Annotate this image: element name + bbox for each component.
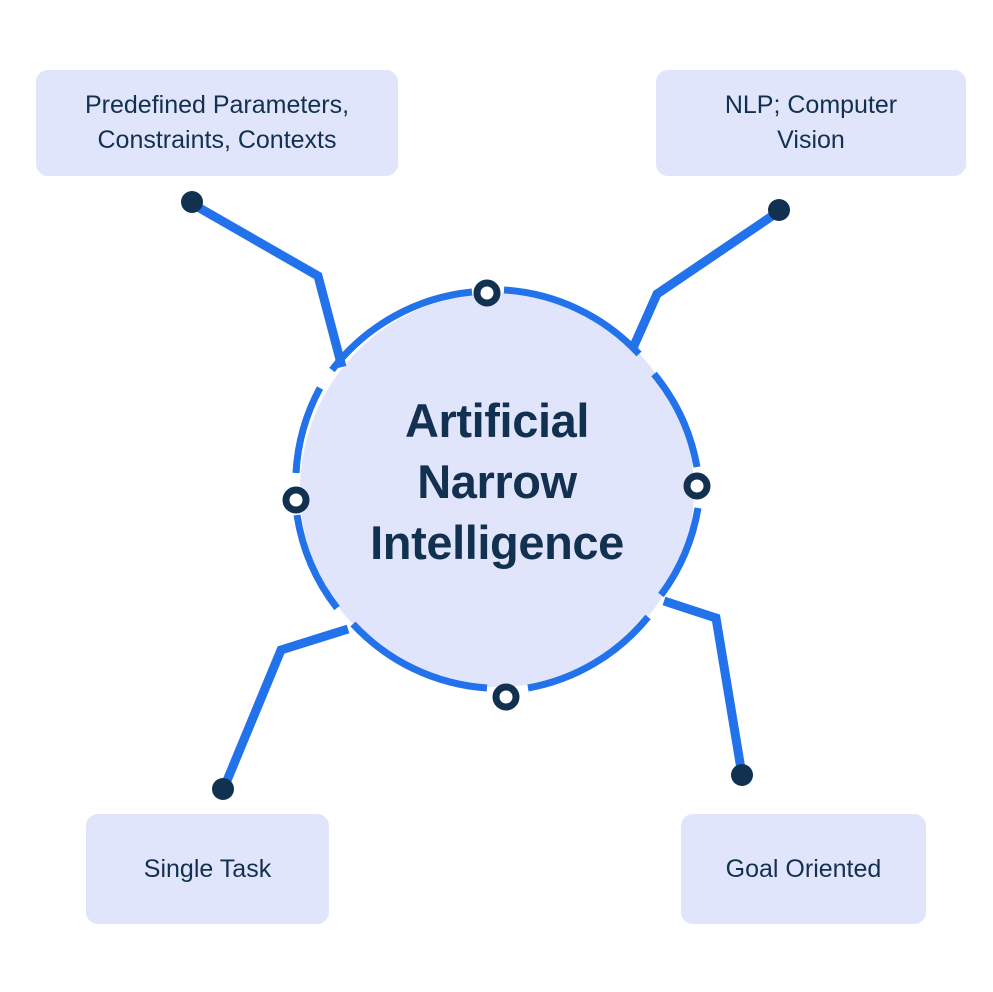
- ring-arc-se-bottom: [527, 614, 651, 692]
- ring-arc-sw-left: [293, 514, 340, 611]
- center-circle-fill: [300, 293, 694, 687]
- branch-label-text: Goal Oriented: [725, 854, 882, 883]
- ring-arc-bottom-sw: [350, 621, 488, 692]
- branch-label-text: Predefined Parameters, Constraints, Cont…: [84, 91, 350, 154]
- ring-arc-top-ne: [503, 286, 642, 357]
- endpoint-dot-top-left: [181, 191, 203, 213]
- endpoint-dots: [181, 191, 790, 800]
- ring-arc-ne-right: [651, 371, 701, 468]
- connector-bottom-left: [221, 624, 350, 785]
- branch-label-single-task[interactable]: Single Task: [86, 814, 329, 924]
- branch-label-text: Single Task: [143, 854, 272, 883]
- center-circle-ring: [292, 286, 702, 692]
- branch-label-goal-oriented[interactable]: Goal Oriented: [681, 814, 926, 924]
- endpoint-dot-top-right: [768, 199, 790, 221]
- branch-label-predefined-parameters[interactable]: Predefined Parameters, Constraints, Cont…: [36, 70, 398, 176]
- endpoint-dot-bottom-left: [212, 778, 234, 800]
- ring-node-top[interactable]: [473, 279, 501, 307]
- connector-bottom-right: [662, 596, 746, 770]
- connector-top-left: [193, 202, 347, 369]
- connector-top-right: [628, 210, 778, 350]
- ring-node-bottom[interactable]: [492, 683, 520, 711]
- center-circle-title: Artificial Narrow Intelligence: [370, 394, 624, 569]
- branch-label-text: NLP; Computer Vision: [724, 91, 898, 154]
- ring-arc-right-se: [658, 507, 702, 598]
- branch-label-nlp-computer-vision[interactable]: NLP; Computer Vision: [656, 70, 966, 176]
- ring-arc-nw-top: [329, 288, 473, 373]
- ring-node-right[interactable]: [683, 472, 711, 500]
- endpoint-dot-bottom-right: [731, 764, 753, 786]
- ring-node-markers: [282, 279, 711, 711]
- connector-lines: [193, 202, 778, 785]
- ring-node-left[interactable]: [282, 486, 310, 514]
- ring-arc-left-nw: [292, 386, 324, 474]
